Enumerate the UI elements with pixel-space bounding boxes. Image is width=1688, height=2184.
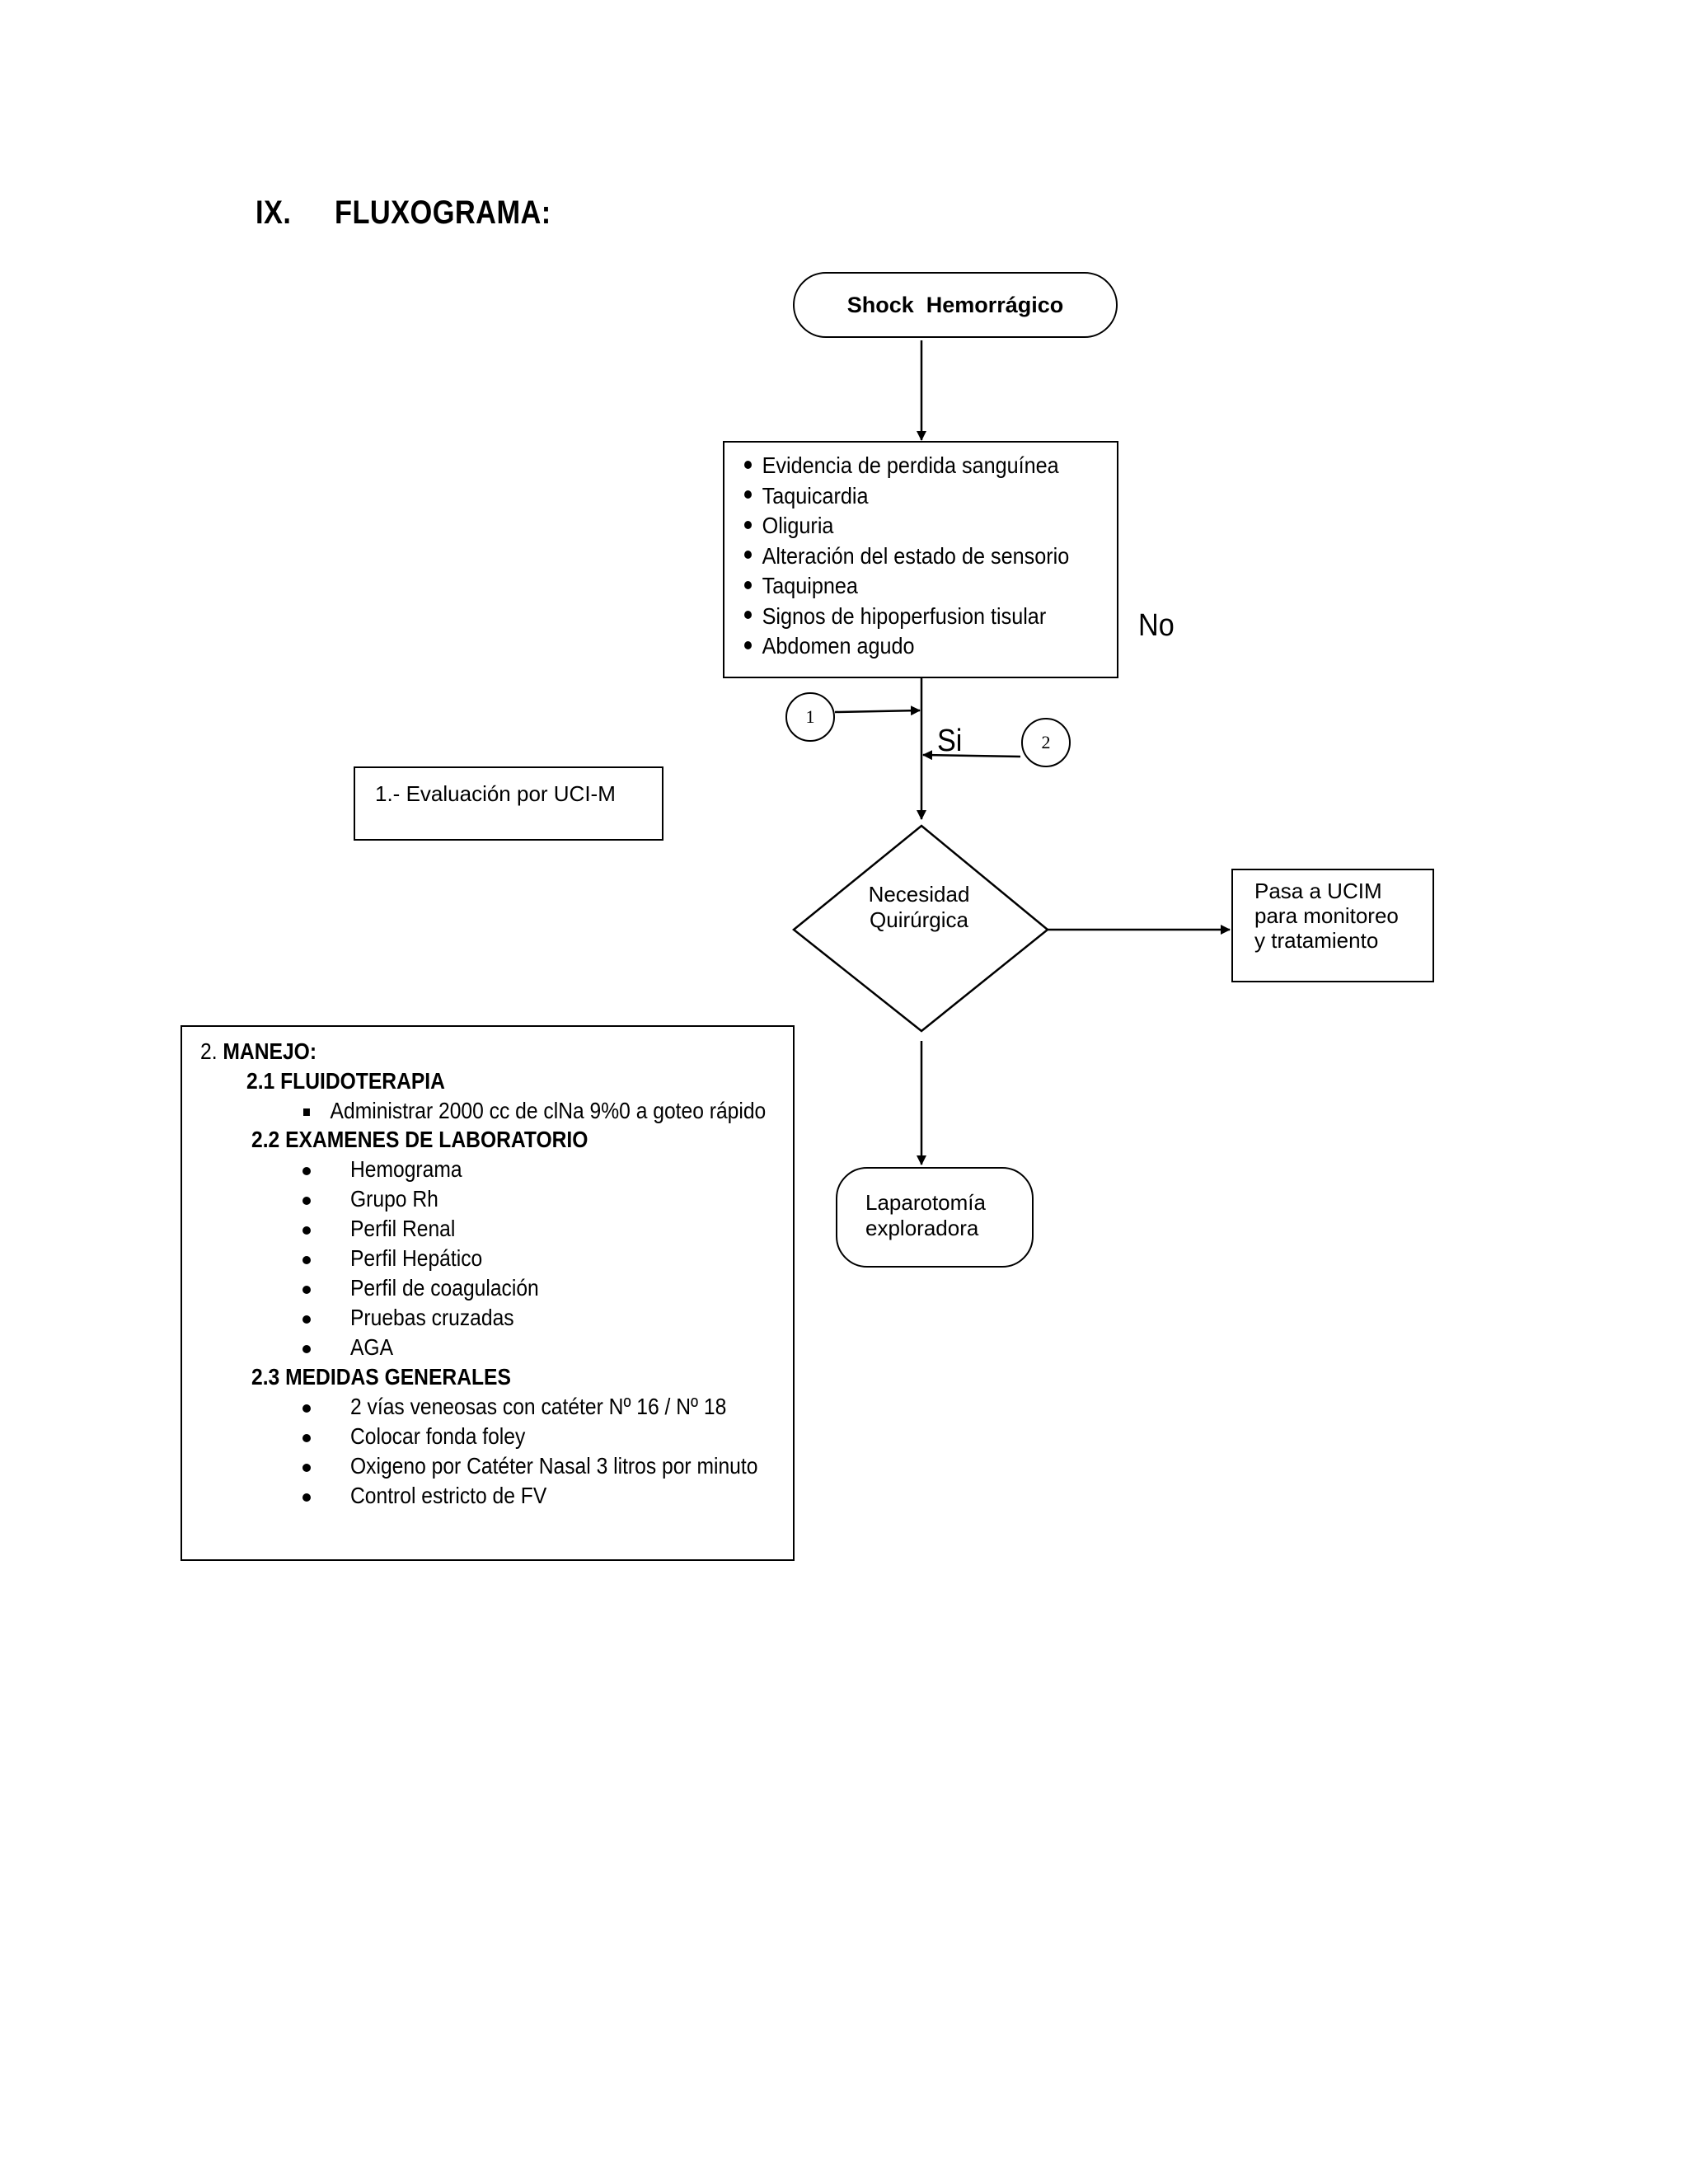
surgery-terminal-node: Laparotomía exploradora [836, 1167, 1034, 1268]
bullet-icon [302, 1315, 311, 1324]
evaluation-box: 1.- Evaluación por UCI-M [354, 766, 663, 841]
manejo-heading-number: 2. [200, 1038, 218, 1064]
connector-circle-1: 1 [785, 692, 835, 742]
section-number: IX. [256, 194, 292, 231]
manejo-heading-text: MANEJO: [223, 1038, 317, 1064]
square-bullet-icon [303, 1108, 310, 1117]
bullet-icon [302, 1404, 311, 1413]
fluid-item: Administrar 2000 cc de clNa 9%0 a goteo … [303, 1098, 766, 1124]
condition-text: Oliguria [762, 513, 834, 538]
surgery-line: Laparotomía [865, 1190, 986, 1215]
condition-item: Alteración del estado de sensorio [744, 541, 1080, 572]
condition-text: Signos de hipoperfusion tisular [762, 602, 1047, 629]
manejo-heading: 2. MANEJO: [200, 1038, 316, 1065]
manejo-box: 2. MANEJO: 2.1 FLUIDOTERAPIA Administrar… [181, 1025, 795, 1561]
condition-text: Taquipnea [762, 573, 858, 598]
lab-item: Pruebas cruzadas [350, 1305, 514, 1330]
bullet-icon [302, 1167, 311, 1175]
bullet-icon [302, 1464, 311, 1472]
bullet-icon [302, 1286, 311, 1294]
condition-text: Evidencia de perdida sanguínea [762, 452, 1059, 478]
bullet-icon [302, 1434, 311, 1442]
general-item: Oxigeno por Catéter Nasal 3 litros por m… [350, 1453, 758, 1479]
bullet-icon [302, 1197, 311, 1205]
decision-label: Necesidad Quirúrgica [849, 882, 989, 933]
conditions-list: Evidencia de perdida sanguínea Taquicard… [724, 443, 1117, 662]
general-item: Colocar fonda foley [350, 1423, 526, 1449]
bullet-icon [744, 490, 752, 499]
connector-circle-2: 2 [1021, 718, 1071, 767]
bullet-icon [302, 1493, 311, 1502]
bullet-icon [744, 551, 752, 560]
bullet-icon [744, 460, 752, 469]
condition-item: Taquipnea [744, 571, 1080, 602]
bullet-icon [302, 1226, 311, 1235]
decision-line: Necesidad [868, 882, 970, 907]
ucim-line: para monitoreo [1254, 903, 1399, 928]
lab-item: Hemograma [350, 1156, 462, 1182]
fluid-section-title: 2.1 FLUIDOTERAPIA [246, 1068, 445, 1094]
lab-item: AGA [350, 1334, 394, 1360]
bullet-icon [744, 611, 752, 620]
lab-item: Perfil Renal [350, 1216, 456, 1241]
condition-text: Alteración del estado de sensorio [762, 542, 1070, 569]
si-branch-label: Si [937, 724, 963, 758]
bullet-icon [744, 580, 752, 589]
lab-item: Perfil Hepático [350, 1245, 483, 1271]
condition-text: Taquicardia [762, 482, 869, 509]
general-section-title: 2.3 MEDIDAS GENERALES [251, 1364, 511, 1390]
general-item: Control estricto de FV [350, 1483, 547, 1508]
ucim-line: Pasa a UCIM [1254, 879, 1382, 903]
ucim-line: y tratamiento [1254, 928, 1379, 953]
arrow-connector-1 [834, 705, 921, 716]
surgery-line: exploradora [865, 1216, 979, 1240]
bullet-icon [744, 520, 752, 529]
lab-item: Perfil de coagulación [350, 1275, 539, 1301]
condition-item: Evidencia de perdida sanguínea [744, 451, 1080, 481]
labs-section-title: 2.2 EXAMENES DE LABORATORIO [251, 1127, 588, 1152]
ucim-box: Pasa a UCIM para monitoreo y tratamiento [1231, 869, 1434, 982]
bullet-icon [744, 640, 752, 649]
fluid-item-text: Administrar 2000 cc de clNa 9%0 a goteo … [330, 1098, 767, 1123]
condition-item: Abdomen agudo [744, 631, 1080, 662]
condition-item: Taquicardia [744, 481, 1080, 512]
general-item: 2 vías veneosas con catéter Nº 16 / Nº 1… [350, 1394, 727, 1419]
bullet-icon [302, 1345, 311, 1353]
no-branch-label: No [1138, 608, 1175, 643]
decision-diamond [792, 824, 1049, 1033]
arrow-connector-2 [922, 750, 1021, 761]
condition-item: Oliguria [744, 511, 1080, 541]
section-title: FLUXOGRAMA: [335, 194, 551, 231]
decision-line: Quirúrgica [870, 907, 968, 932]
condition-text: Abdomen agudo [762, 633, 915, 658]
bullet-icon [302, 1256, 311, 1264]
conditions-box: Evidencia de perdida sanguínea Taquicard… [723, 441, 1118, 678]
condition-item: Signos de hipoperfusion tisular [744, 602, 1080, 632]
start-terminal-node: Shock Hemorrágico [793, 272, 1118, 338]
lab-item: Grupo Rh [350, 1186, 438, 1212]
